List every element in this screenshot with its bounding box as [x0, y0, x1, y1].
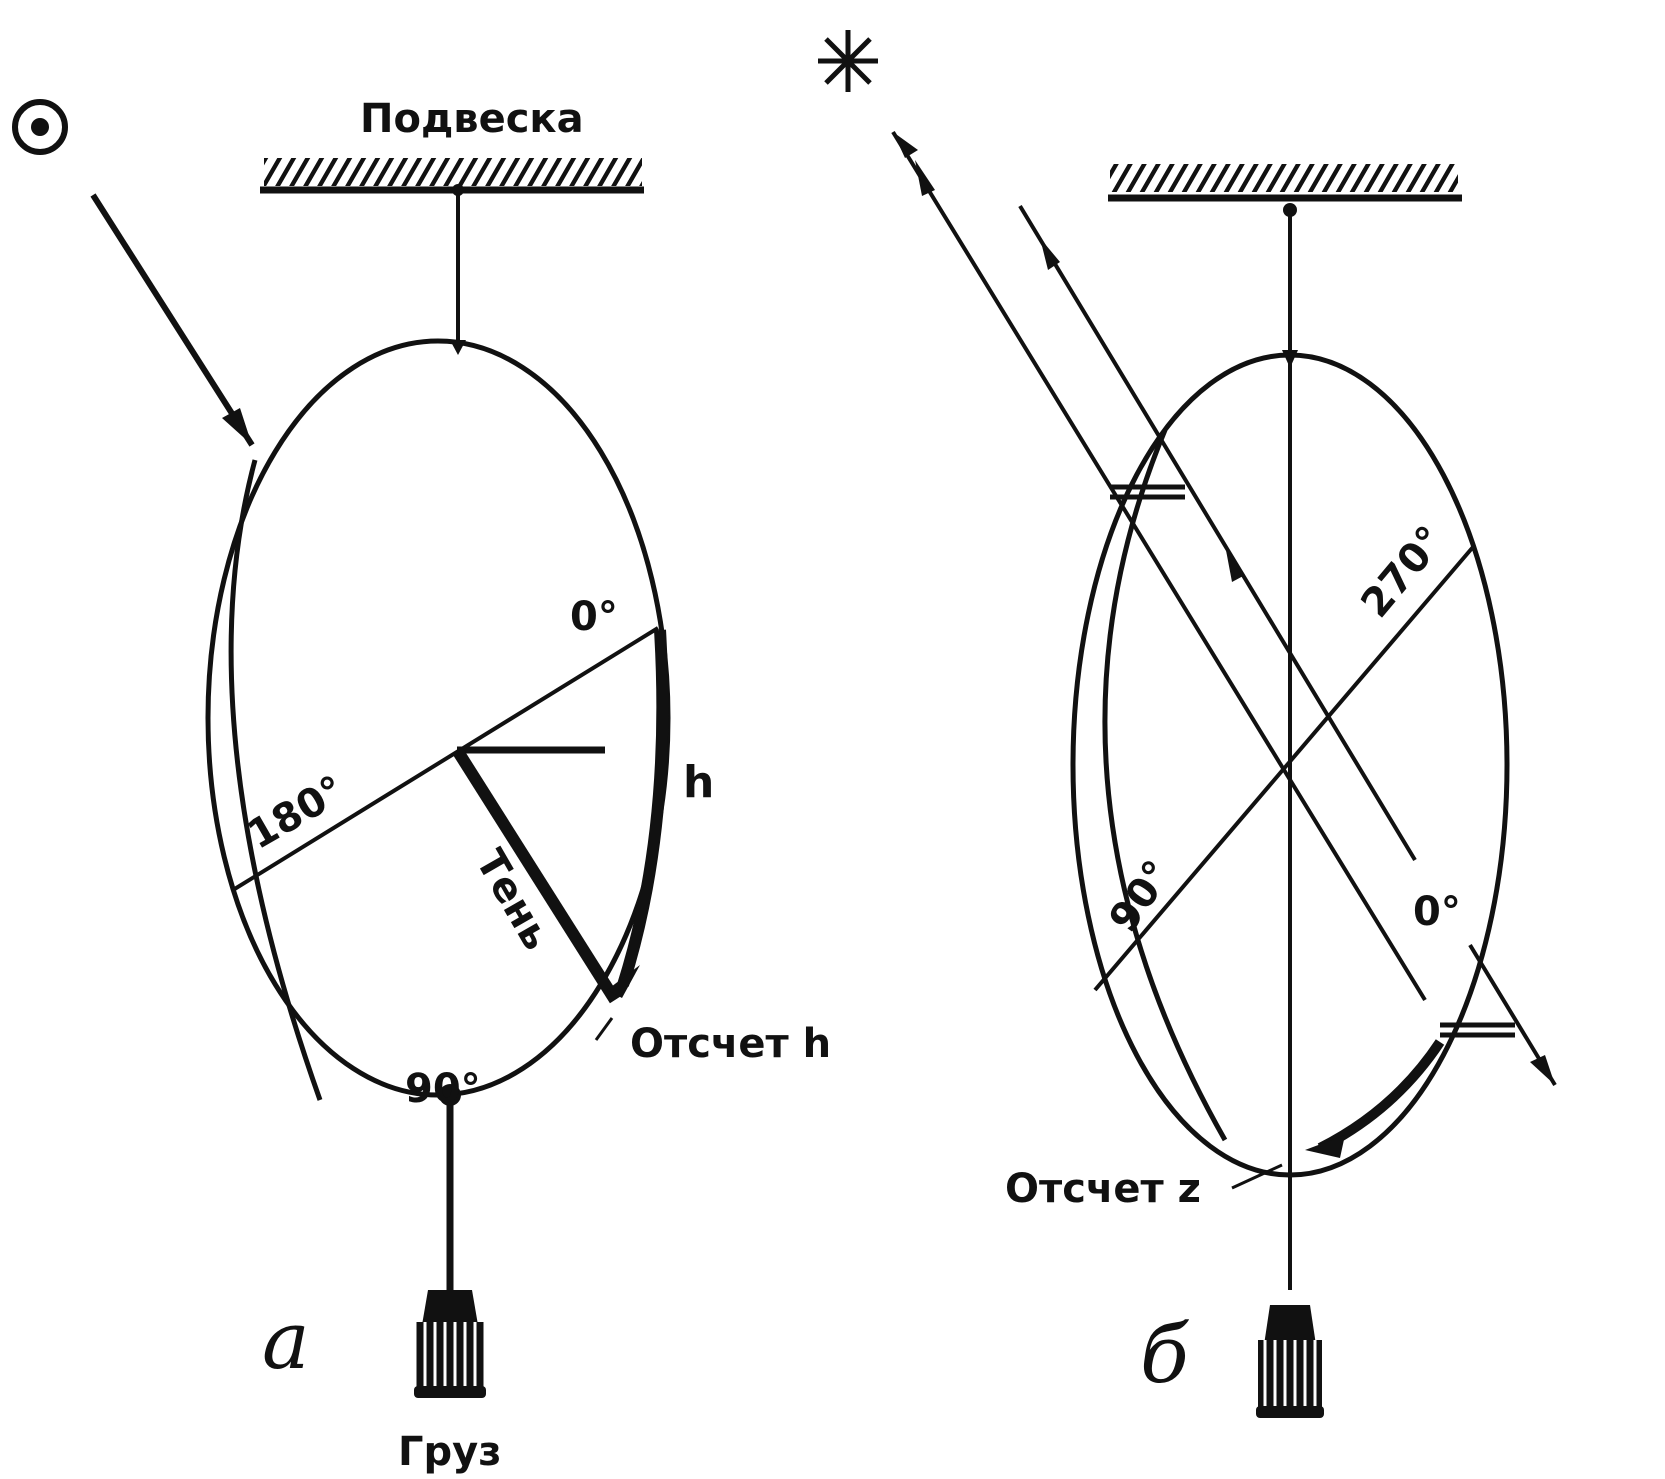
ring-b — [1070, 352, 1510, 1178]
label-reading-h: Отсчет h — [630, 1021, 831, 1067]
weight-a — [414, 1290, 486, 1398]
panel-b-letter: б — [1140, 1308, 1190, 1401]
label-a-h: h — [683, 757, 714, 808]
diameter-0-180 — [231, 626, 660, 892]
label-b-270: 270° — [1352, 518, 1454, 627]
diameter-270-90 — [1093, 545, 1475, 992]
label-b-0: 0° — [1413, 889, 1461, 935]
label-suspension: Подвеска — [360, 96, 584, 142]
label-b-90: 90° — [1101, 852, 1182, 940]
star-icon — [818, 30, 878, 92]
panel-b: 270° 90° 0° Отсчет z б — [818, 30, 1557, 1418]
panel-a-letter: а — [262, 1294, 310, 1387]
label-a-180: 180° — [240, 767, 353, 859]
star-rays — [891, 130, 1557, 1087]
sun-icon — [12, 99, 68, 155]
z-arc — [1317, 1039, 1445, 1153]
label-a-0: 0° — [570, 594, 618, 640]
ring-a — [205, 338, 671, 1101]
suspension-bar-b — [1108, 164, 1462, 202]
label-reading-z: Отсчет z — [1005, 1166, 1201, 1212]
weight-b — [1256, 1305, 1324, 1418]
sun-ray-arrow — [90, 193, 255, 447]
label-weight: Груз — [398, 1429, 501, 1475]
panel-a: Подвеска 0° 180° h Тень — [12, 96, 831, 1475]
suspension-bar — [260, 158, 644, 194]
slits — [1110, 484, 1515, 1038]
label-a-90: 90° — [405, 1066, 481, 1112]
h-arc — [617, 629, 669, 987]
shadow-line — [451, 746, 621, 1004]
